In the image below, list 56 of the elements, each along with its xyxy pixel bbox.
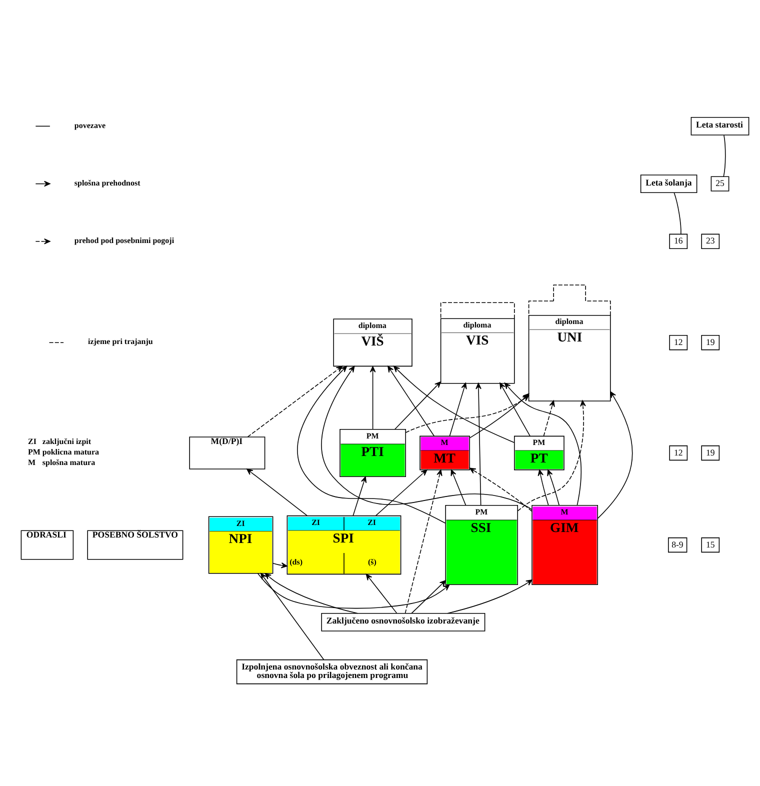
arrow bbox=[447, 579, 532, 614]
arrow bbox=[597, 391, 633, 519]
node-box: 12 bbox=[669, 445, 688, 461]
arrow bbox=[388, 366, 435, 437]
arrow bbox=[394, 381, 441, 430]
arrow bbox=[543, 400, 555, 437]
arrow bbox=[404, 469, 442, 614]
arrow bbox=[321, 366, 532, 510]
node-box: 15 bbox=[701, 537, 720, 553]
arrow bbox=[246, 468, 308, 516]
arrow bbox=[476, 382, 482, 506]
node-box: Zaključeno osnovnošolsko izobraževanje bbox=[321, 613, 486, 632]
label: poklicna matura bbox=[42, 448, 100, 457]
node-box: ODRASLI bbox=[20, 530, 74, 560]
node-box: Leta starosti bbox=[690, 117, 750, 136]
arrow bbox=[394, 366, 515, 443]
arrow bbox=[257, 573, 450, 609]
arrow bbox=[504, 382, 582, 506]
connector bbox=[723, 134, 726, 177]
arrow bbox=[272, 562, 288, 568]
node-box: 16 bbox=[669, 234, 688, 249]
node-box: POSEBNO ŠOLSTVO bbox=[87, 530, 184, 560]
arrow bbox=[538, 470, 549, 506]
arrow bbox=[376, 469, 428, 516]
node-box: 19 bbox=[701, 335, 720, 350]
node-box: 19 bbox=[701, 445, 720, 461]
node-box: 12 bbox=[669, 335, 688, 350]
label: splošna matura bbox=[42, 458, 96, 467]
arrow bbox=[547, 470, 560, 506]
legend-label: splošna prehodnost bbox=[74, 178, 140, 188]
arrow bbox=[247, 366, 343, 438]
arrow bbox=[450, 470, 466, 506]
arrow bbox=[352, 476, 367, 516]
arrow bbox=[517, 400, 586, 512]
arrow bbox=[264, 573, 358, 614]
legend-label: izjeme pri trajanju bbox=[88, 337, 153, 346]
node-box: Leta šolanja bbox=[640, 174, 698, 193]
label: ZI bbox=[28, 437, 36, 446]
label: zaključni izpit bbox=[42, 437, 92, 446]
legend-label: povezave bbox=[74, 120, 106, 130]
label: PM bbox=[28, 448, 40, 457]
label: M bbox=[28, 458, 36, 467]
connector bbox=[674, 192, 682, 235]
arrow bbox=[449, 382, 467, 437]
arrow bbox=[370, 366, 376, 430]
node-box: 23 bbox=[701, 234, 720, 249]
arrow bbox=[297, 366, 446, 524]
arrow bbox=[260, 573, 324, 660]
node-box: 25 bbox=[710, 176, 730, 192]
node-box: Izpolnjena osnovnošolska obveznost ali končana osnovna šola po prilagojenem programu bbox=[236, 659, 428, 684]
legend-label: prehod pod posebnimi pogoji bbox=[74, 236, 174, 245]
arrow bbox=[366, 574, 398, 614]
arrow bbox=[469, 468, 532, 512]
arrow bbox=[411, 580, 446, 614]
node-box: M(D/P)I bbox=[189, 436, 266, 470]
node-box: 8-9 bbox=[668, 537, 688, 553]
